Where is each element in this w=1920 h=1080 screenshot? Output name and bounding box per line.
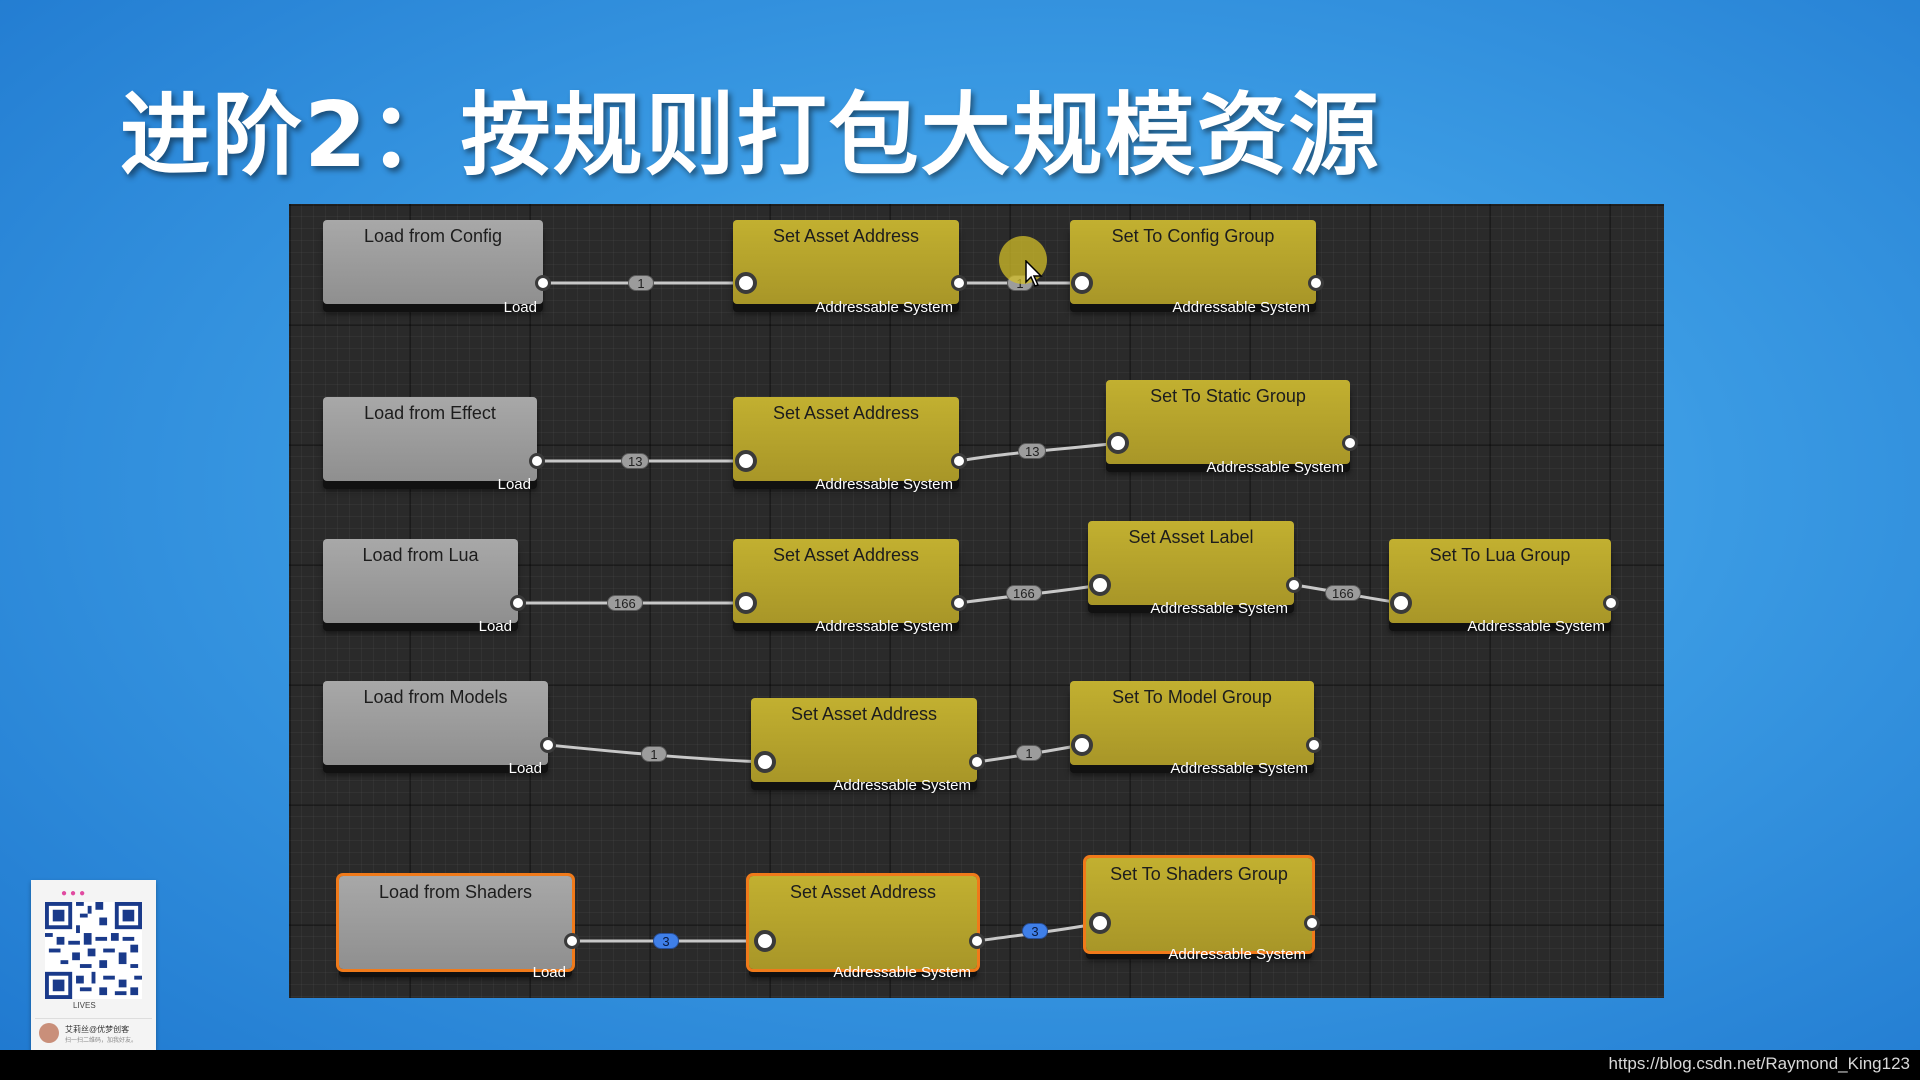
input-port[interactable] [1107,432,1129,454]
node-set-to-config-group[interactable]: Set To Config Group Addressable System [1070,220,1316,315]
node-category: Load [532,964,566,981]
node-set-to-lua-group[interactable]: Set To Lua Group Addressable System [1389,539,1611,634]
node-title: Set Asset Label [1128,527,1254,547]
node-title: Load from Lua [362,545,479,565]
node-set-to-static-group[interactable]: Set To Static Group Addressable System [1106,380,1350,475]
node-title: Set Asset Address [772,545,920,565]
output-port[interactable] [1342,435,1358,451]
output-port[interactable] [1603,595,1619,611]
qr-code-card: ●●● LIVES 艾莉丝@优梦创客 扫一扫二维码，加我好友。 [31,880,156,1050]
node-category: Load [508,760,542,777]
node-title: Set To Shaders Group [1110,864,1288,884]
edge-count-badge-selected[interactable]: 3 [653,933,679,949]
node-set-to-shaders-group[interactable]: Set To Shaders Group Addressable System [1083,855,1315,962]
edge-count-badge[interactable]: 1 [641,746,667,762]
input-port[interactable] [735,272,757,294]
node-category: Addressable System [833,777,971,794]
output-port[interactable] [535,275,551,291]
slide-title: 进阶2：按规则打包大规模资源 [120,83,1381,188]
qr-caption: LIVES [73,1001,96,1010]
node-category: Addressable System [1206,459,1344,476]
output-port[interactable] [510,595,526,611]
node-set-asset-address-effect[interactable]: Set Asset Address Addressable System [733,397,959,492]
node-title: Load from Config [363,226,503,246]
output-port[interactable] [969,754,985,770]
node-title: Set To Model Group [1112,687,1272,707]
edge-count-badge[interactable]: 1 [1016,745,1042,761]
node-category: Load [478,618,512,635]
node-set-asset-address-shaders[interactable]: Set Asset Address Addressable System [746,873,980,980]
output-port[interactable] [951,595,967,611]
input-port[interactable] [754,751,776,773]
input-port[interactable] [1071,734,1093,756]
node-load-from-effect[interactable]: Load from Effect Load [323,397,537,492]
node-title: Set Asset Address [790,704,938,724]
watermark-url: https://blog.csdn.net/Raymond_King123 [1608,1054,1910,1073]
node-category: Addressable System [815,618,953,635]
node-category: Addressable System [1172,299,1310,316]
output-port[interactable] [564,933,580,949]
input-port[interactable] [1071,272,1093,294]
node-set-asset-address-config[interactable]: Set Asset Address Addressable System [733,220,959,315]
node-title: Set Asset Address [772,403,920,423]
edge-count-badge-selected[interactable]: 3 [1022,923,1048,939]
decoration-dots: ●●● [61,888,89,899]
author-subtitle: 扫一扫二维码，加我好友。 [65,1038,138,1044]
footer-bar [0,1050,1920,1080]
input-port[interactable] [1390,592,1412,614]
output-port[interactable] [1306,737,1322,753]
edge-count-badge[interactable]: 1 [628,275,654,291]
output-port[interactable] [1308,275,1324,291]
node-category: Load [497,476,531,493]
node-graph-canvas[interactable]: Load from Config Load Set Asset Address … [289,204,1664,998]
node-set-asset-address-models[interactable]: Set Asset Address Addressable System [751,698,977,793]
edge-count-badge[interactable]: 13 [1018,443,1047,459]
edge-count-badge[interactable]: 166 [607,595,643,611]
input-port[interactable] [735,450,757,472]
node-title: Set Asset Address [789,882,937,902]
output-port[interactable] [529,453,545,469]
edge-count-badge[interactable]: 166 [1006,585,1042,601]
avatar [39,1023,59,1043]
node-set-to-model-group[interactable]: Set To Model Group Addressable System [1070,681,1314,776]
mouse-pointer-icon [1025,260,1043,287]
node-title: Load from Shaders [378,882,533,902]
qr-code-icon [45,902,142,999]
node-category: Addressable System [1170,760,1308,777]
node-title: Set To Config Group [1111,226,1275,246]
node-load-from-config[interactable]: Load from Config Load [323,220,543,315]
output-port[interactable] [969,933,985,949]
output-port[interactable] [1286,577,1302,593]
qr-author: 艾莉丝@优梦创客 扫一扫二维码，加我好友。 [35,1018,152,1047]
node-load-from-models[interactable]: Load from Models Load [323,681,548,776]
node-title: Load from Effect [364,403,496,423]
edge-count-badge[interactable]: 13 [621,453,650,469]
node-category: Addressable System [833,964,971,981]
node-category: Addressable System [1150,600,1288,617]
node-title: Load from Models [363,687,508,707]
node-category: Addressable System [1467,618,1605,635]
author-name: 艾莉丝@优梦创客 [65,1025,130,1034]
output-port[interactable] [951,275,967,291]
node-set-asset-label[interactable]: Set Asset Label Addressable System [1088,521,1294,616]
node-category: Addressable System [1168,946,1306,963]
node-category: Addressable System [815,476,953,493]
input-port[interactable] [754,930,776,952]
node-title: Set To Lua Group [1429,545,1571,565]
node-load-from-shaders[interactable]: Load from Shaders Load [336,873,575,980]
output-port[interactable] [540,737,556,753]
input-port[interactable] [1089,574,1111,596]
node-category: Addressable System [815,299,953,316]
node-title: Set To Static Group [1150,386,1306,406]
node-load-from-lua[interactable]: Load from Lua Load [323,539,518,634]
edge-count-badge[interactable]: 166 [1325,585,1361,601]
input-port[interactable] [735,592,757,614]
node-title: Set Asset Address [772,226,920,246]
node-category: Load [503,299,537,316]
output-port[interactable] [1304,915,1320,931]
input-port[interactable] [1089,912,1111,934]
output-port[interactable] [951,453,967,469]
node-set-asset-address-lua[interactable]: Set Asset Address Addressable System [733,539,959,634]
